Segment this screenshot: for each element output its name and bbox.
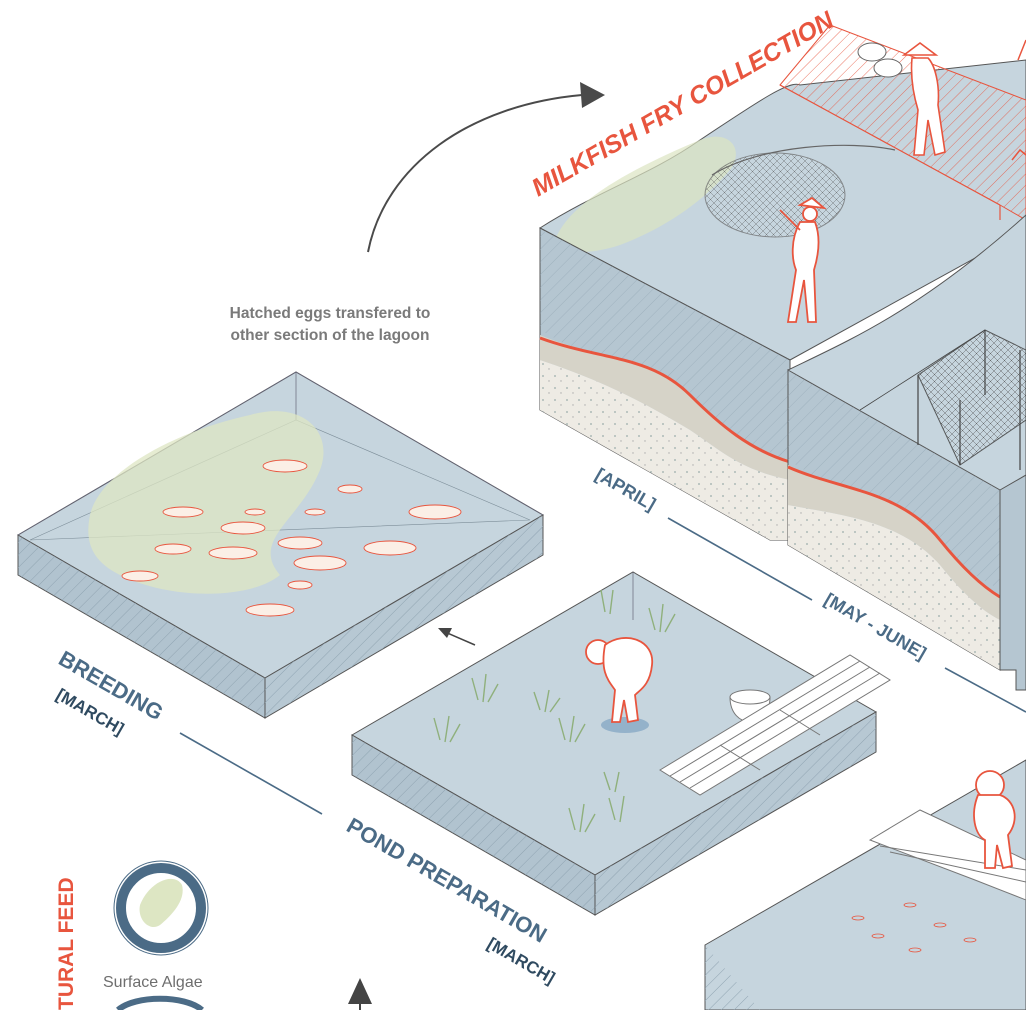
annotation-note: Hatched eggs transfered to other section… — [195, 303, 465, 347]
net-icon — [859, 329, 1026, 470]
timeline-line — [179, 732, 323, 815]
small-arrow-icon — [438, 628, 476, 646]
annotation-line-1: Hatched eggs transfered to — [229, 305, 431, 322]
fisherman-icon — [901, 42, 946, 157]
fisherman-icon — [779, 196, 827, 323]
up-arrow-icon — [348, 978, 372, 1010]
raft-icon — [659, 654, 891, 796]
fisherman-icon — [973, 770, 1016, 870]
april-block — [539, 24, 1026, 541]
seagrass-icon — [433, 589, 676, 833]
curved-arrow-head — [580, 82, 605, 108]
legend-item-label: Surface Algae — [103, 974, 203, 991]
annotation-line-2: other section of the lagoon — [230, 327, 430, 344]
fish-icon — [121, 459, 462, 617]
algae-patch — [88, 411, 324, 594]
timeline-line — [944, 667, 1026, 713]
breeding-block — [17, 371, 544, 719]
date-pond-preparation: [MARCH] — [484, 934, 558, 988]
fisherman-icon — [585, 637, 653, 724]
basket-icon — [857, 42, 903, 78]
pond-preparation-block — [351, 571, 891, 916]
curved-arrow-icon — [367, 94, 583, 253]
legend-heading: TURAL FEED — [55, 877, 78, 1010]
dock — [779, 24, 1026, 221]
stage-block-bottom — [704, 759, 1026, 1010]
legend — [113, 860, 209, 1010]
may-june-block — [787, 214, 1026, 691]
timeline-line — [667, 517, 813, 601]
